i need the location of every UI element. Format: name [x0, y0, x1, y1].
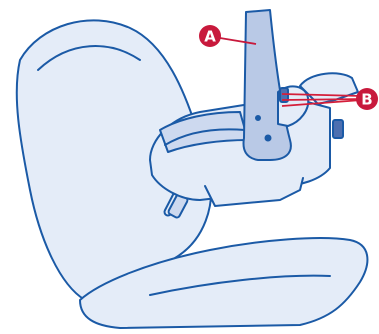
- callout-a: A: [199, 25, 221, 47]
- support-leg-pivot-top: [266, 136, 271, 141]
- lock-clip: [333, 120, 343, 138]
- callout-a-label: A: [204, 28, 216, 46]
- support-leg-pivot-bottom: [256, 116, 260, 120]
- callout-b: B: [356, 88, 378, 110]
- callout-b-label: B: [361, 91, 372, 109]
